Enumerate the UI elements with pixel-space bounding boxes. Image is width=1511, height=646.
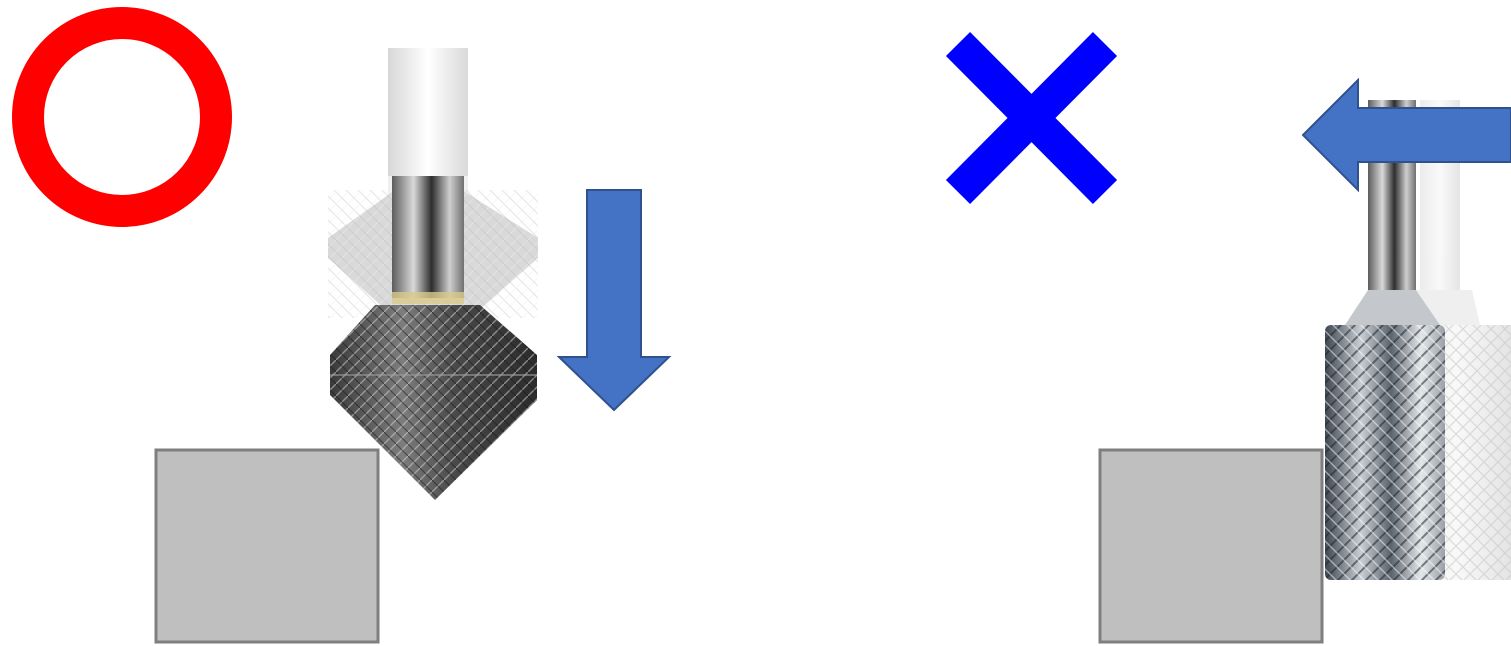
correct-circle-icon: [28, 23, 216, 211]
left-panel: [28, 23, 669, 642]
right-panel: [958, 44, 1511, 642]
workpiece-block: [1100, 450, 1322, 642]
down-arrow-icon: [559, 190, 669, 410]
wrong-cross-icon: [958, 44, 1105, 192]
workpiece-block: [156, 450, 378, 642]
